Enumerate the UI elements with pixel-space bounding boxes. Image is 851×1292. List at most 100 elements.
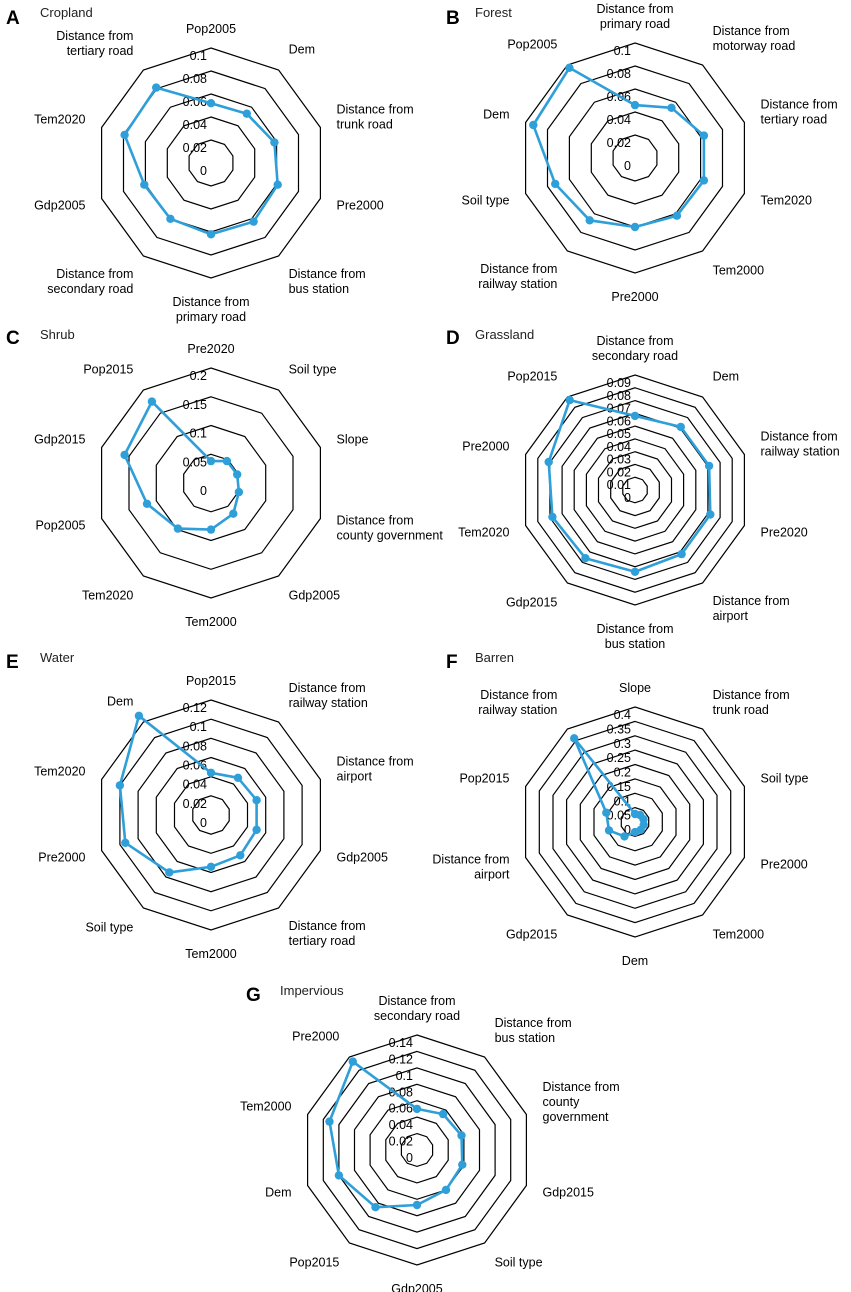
category-label: Slope [619, 681, 651, 695]
category-label: Tem2000 [185, 947, 236, 961]
tick-label: 0.02 [389, 1135, 413, 1149]
category-label: Pre2000 [292, 1030, 339, 1044]
category-label: Pre2000 [462, 439, 509, 453]
category-label: Pre2020 [761, 526, 808, 540]
panel-letter: B [446, 8, 460, 29]
grid-ring [100, 699, 321, 931]
panel-letter: E [6, 652, 19, 673]
tick-label: 0.08 [389, 1085, 413, 1099]
grid-ring [568, 88, 702, 228]
tick-label: 0 [624, 823, 631, 837]
category-label: Pre2000 [337, 199, 384, 213]
grid-ring [593, 778, 677, 866]
data-point [147, 397, 157, 406]
grid-ring [119, 718, 303, 912]
category-label: Gdp2015 [506, 927, 557, 941]
grid-ring [612, 134, 658, 182]
grid-ring [369, 1100, 465, 1200]
tick-label: 0.2 [614, 766, 631, 780]
category-label: Pop2005 [35, 519, 85, 533]
tick-label: 0.08 [607, 67, 631, 81]
category-label: Soil type [85, 920, 133, 934]
data-point [699, 176, 709, 185]
data-point [602, 808, 611, 817]
category-label: Pop2015 [459, 771, 509, 785]
data-point [699, 131, 709, 140]
data-point [252, 796, 261, 805]
data-point [529, 120, 538, 130]
grid-ring [552, 735, 718, 909]
panel-title: Shrub [40, 327, 75, 342]
category-label: Pop2015 [289, 1255, 339, 1269]
panel-title: Water [40, 650, 75, 665]
data-point [570, 734, 579, 743]
grid-ring [546, 65, 724, 251]
tick-label: 0 [200, 816, 207, 830]
data-point [206, 99, 216, 108]
category-label: Dem [289, 43, 315, 57]
category-label: Gdp2015 [506, 595, 557, 609]
category-label: Dem [622, 954, 648, 968]
grid-ring [537, 387, 733, 593]
grid-ring [538, 720, 732, 924]
category-label: Gdp2015 [543, 1186, 594, 1200]
tick-label: 0.05 [183, 455, 207, 469]
tick-label: 0.02 [183, 797, 207, 811]
category-label: Tem2000 [185, 615, 236, 629]
tick-label: 0 [200, 164, 207, 178]
data-point [152, 83, 161, 92]
data-point [206, 456, 216, 466]
category-label: Tem2020 [761, 194, 812, 208]
tick-label: 0.06 [607, 414, 631, 428]
tick-label: 0.05 [607, 427, 631, 441]
panel-letter: A [6, 8, 20, 29]
panel-letter: F [446, 652, 458, 673]
data-point [229, 509, 238, 518]
grid-ring [338, 1067, 496, 1233]
tick-label: 0 [406, 1151, 413, 1165]
category-label: Dem [483, 107, 509, 121]
data-point [548, 512, 557, 522]
tick-label: 0 [624, 491, 631, 505]
tick-label: 0.15 [607, 780, 631, 794]
data-point [120, 450, 129, 460]
grid-ring [565, 749, 705, 895]
category-label: Gdp2005 [34, 199, 85, 213]
tick-label: 0.4 [614, 708, 631, 722]
category-label: Slope [337, 432, 369, 446]
panel-letter: G [246, 985, 261, 1006]
grid-ring [128, 396, 294, 570]
tick-label: 0.35 [607, 722, 631, 736]
tick-label: 0.04 [607, 440, 631, 454]
tick-label: 0.3 [614, 737, 631, 751]
tick-label: 0.04 [183, 118, 207, 132]
grid-ring [137, 737, 285, 893]
grid-ring [307, 1034, 528, 1266]
data-point [165, 868, 174, 877]
panel-title: Cropland [40, 5, 93, 20]
grid-ring [549, 399, 721, 581]
grid-ring [620, 806, 650, 838]
category-label: Gdp2005 [337, 851, 388, 865]
data-point [630, 411, 640, 421]
data-point [273, 180, 282, 189]
data-point [565, 63, 574, 72]
grid-ring [155, 756, 267, 874]
panel-title: Impervious [280, 983, 344, 998]
data-point [206, 862, 216, 871]
grid-ring [166, 116, 256, 210]
tick-label: 0.08 [607, 389, 631, 403]
